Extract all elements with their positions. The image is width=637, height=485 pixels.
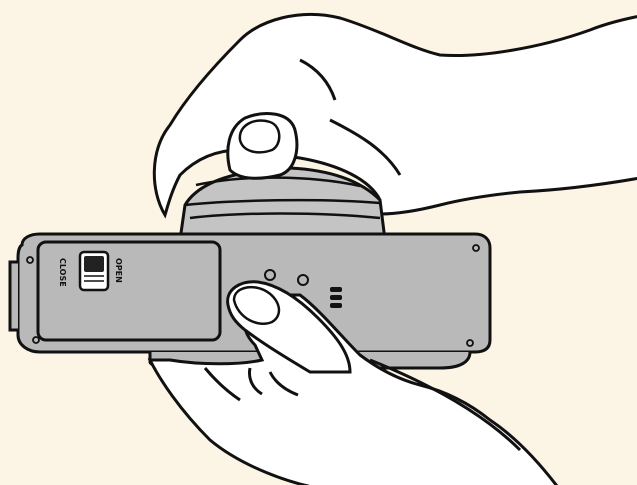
speaker-slot-2 bbox=[330, 295, 342, 300]
speaker-slot-1 bbox=[330, 287, 342, 292]
camera-left-end bbox=[10, 262, 18, 330]
battery-door bbox=[38, 242, 220, 340]
latch-open-label: OPEN bbox=[114, 258, 123, 283]
battery-latch-slider bbox=[84, 256, 104, 272]
speaker-slot-3 bbox=[330, 303, 342, 308]
latch-close-label: CLOSE bbox=[58, 258, 67, 287]
upper-thumbnail bbox=[240, 121, 279, 153]
